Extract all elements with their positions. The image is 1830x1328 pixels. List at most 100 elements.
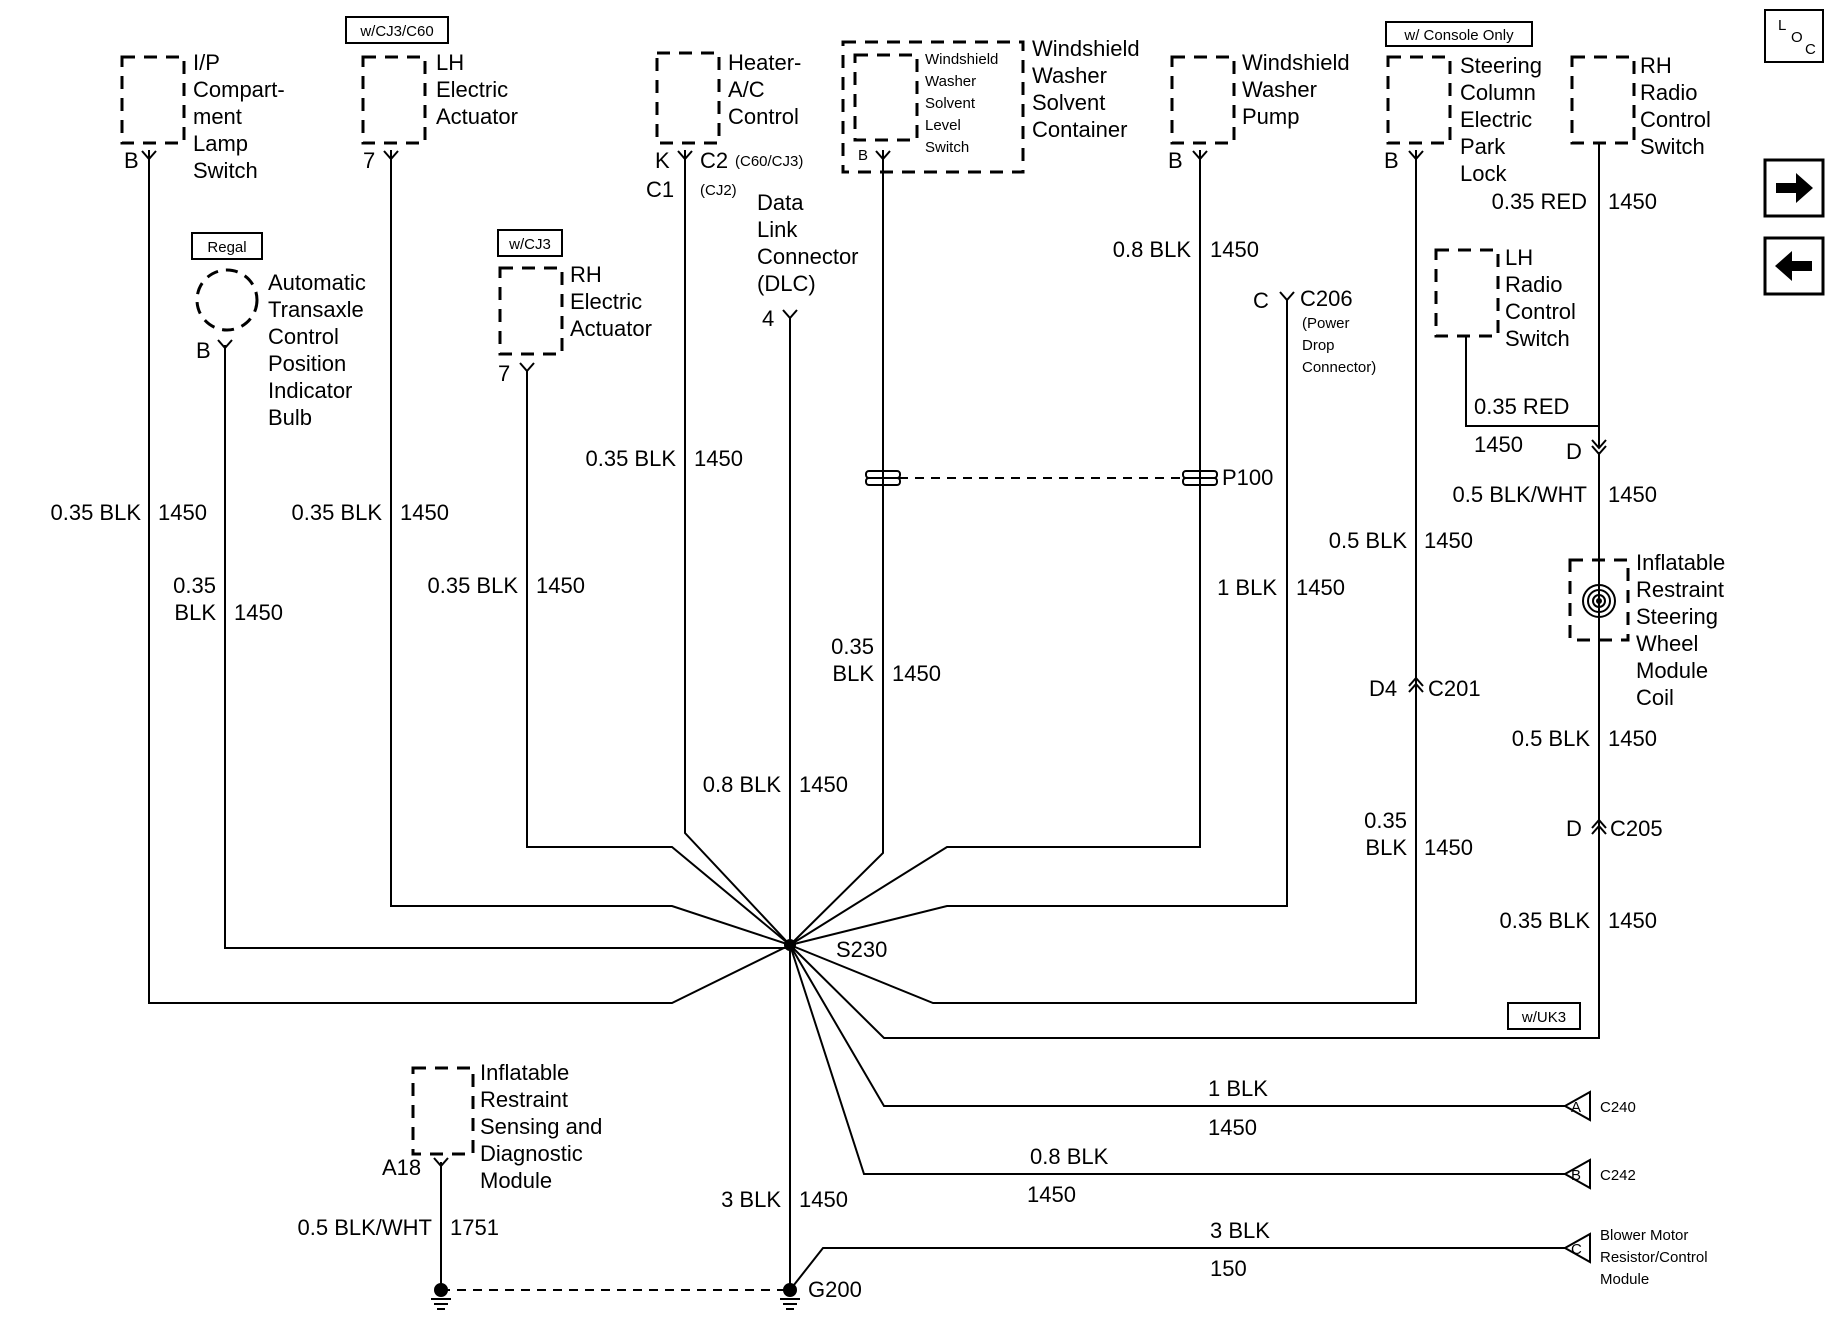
wire-c240-circuit: 1450 — [1208, 1115, 1257, 1140]
washer-level-switch-label: Windshield Washer Solvent Level Switch — [925, 51, 1003, 156]
washer-pump-box — [1170, 55, 1236, 145]
pin-washer-pump: B — [1168, 148, 1183, 173]
wire-rh-actuator-color: 0.35 BLK — [427, 573, 518, 598]
splice-p100: P100 — [1222, 465, 1273, 490]
wire-c242-circuit: 1450 — [1027, 1182, 1076, 1207]
wire-rh-radio-upper-color: 0.35 RED — [1492, 189, 1587, 214]
wire-lh-radio-circuit: 1450 — [1474, 432, 1523, 457]
splice-s230: S230 — [836, 937, 887, 962]
park-lock-box — [1386, 55, 1452, 145]
component-boxes — [120, 40, 1636, 1156]
wire-transaxle-circuit: 1450 — [234, 600, 283, 625]
wire-park-lock-circuit: 1450 — [1424, 528, 1473, 553]
pin-heater-k: K — [655, 148, 670, 173]
washer-container-label: Windshield Washer Solvent Container — [1032, 36, 1146, 142]
washer-pump-label: Windshield Washer Pump — [1242, 50, 1356, 129]
wire-c242 — [789, 944, 1565, 1175]
dlc-label: Data Link Connector (DLC) — [757, 190, 865, 296]
pin-c240: A — [1571, 1099, 1581, 1116]
pin-washer-level: B — [858, 147, 868, 164]
wire-heater — [684, 150, 791, 946]
wire-lh-actuator-circuit: 1450 — [400, 500, 449, 525]
wire-blower-circuit: 150 — [1210, 1256, 1247, 1281]
wire-c206-circuit: 1450 — [1296, 575, 1345, 600]
wire-sdm-color: 0.5 BLK/WHT — [298, 1215, 432, 1240]
ground-g200: G200 — [808, 1277, 862, 1302]
wire-c206-color: 1 BLK — [1217, 575, 1277, 600]
pin-dlc: 4 — [762, 306, 774, 331]
pin-c206: C — [1253, 288, 1269, 313]
arrow-left-icon[interactable] — [1763, 236, 1825, 296]
sdm-box — [411, 1066, 475, 1156]
pin-ip-lamp: B — [124, 148, 139, 173]
wire-coil-lower-color: 0.35 BLK — [1499, 908, 1590, 933]
pin-heater-c1-note: (CJ2) — [700, 182, 737, 199]
rh-radio-switch-label: RH Radio Control Switch — [1640, 53, 1717, 159]
park-lock-label: Steering Column Electric Park Lock — [1460, 53, 1548, 186]
lh-actuator-box — [361, 55, 427, 145]
wire-washer-level-size: 0.35 — [831, 634, 874, 659]
wire-coil-mid-color: 0.5 BLK — [1512, 726, 1591, 751]
connector-c201: C201 — [1428, 676, 1481, 701]
wire-lh-actuator — [390, 150, 791, 946]
svg-text:C: C — [1805, 41, 1816, 58]
arrow-right-icon[interactable] — [1763, 158, 1825, 218]
svg-text:L: L — [1778, 17, 1786, 34]
pin-sdm: A18 — [382, 1155, 421, 1180]
ground-symbols — [431, 1283, 800, 1310]
wire-rh-radio-upper-circuit: 1450 — [1608, 189, 1657, 214]
coil-label: Inflatable Restraint Steering Wheel Modu… — [1636, 550, 1731, 710]
rh-actuator-box — [498, 266, 564, 356]
rh-actuator-label: RH Electric Actuator — [570, 262, 652, 341]
pin-park-lock: B — [1384, 148, 1399, 173]
coil-box — [1568, 558, 1630, 642]
connector-c205: C205 — [1610, 816, 1663, 841]
blower-module-label: Blower Motor Resistor/Control Module — [1600, 1227, 1712, 1288]
wire-lh-radio-color: 0.35 RED — [1474, 394, 1569, 419]
wire-sdm-circuit: 1751 — [450, 1215, 499, 1240]
wire-blower — [789, 1247, 1565, 1291]
pin-blower: C — [1571, 1241, 1582, 1258]
pin-heater-c2-note: (C60/CJ3) — [735, 153, 803, 170]
pin-transaxle: B — [196, 338, 211, 363]
wire-pump-color: 0.8 BLK — [1113, 237, 1192, 262]
wire-park-lock-color: 0.5 BLK — [1329, 528, 1408, 553]
pin-rh-actuator: 7 — [498, 361, 510, 386]
wire-rh-actuator — [526, 370, 791, 946]
wire-ip-lamp — [148, 150, 791, 1004]
heater-control-label: Heater- A/C Control — [728, 50, 807, 129]
wire-heater-circuit: 1450 — [694, 446, 743, 471]
wire-dlc-circuit: 1450 — [799, 772, 848, 797]
rh-radio-switch-box — [1570, 55, 1636, 145]
component-labels: I/P Compart- ment Lamp Switch LH Electri… — [193, 36, 1731, 1288]
option-cj3: w/CJ3 — [508, 236, 551, 253]
wire-washer-level-color: BLK — [832, 661, 874, 686]
wire-washer-level-circuit: 1450 — [892, 661, 941, 686]
pin-rh-radio-d: D — [1566, 439, 1582, 464]
wire-ground-color: 3 BLK — [721, 1187, 781, 1212]
wire-heater-color: 0.35 BLK — [585, 446, 676, 471]
wire-c206 — [789, 300, 1288, 946]
washer-level-box — [853, 53, 919, 142]
wire-washer-pump — [789, 150, 1201, 946]
wire-pump-circuit: 1450 — [1210, 237, 1259, 262]
c206-label: C206 (Power Drop Connector) — [1300, 286, 1376, 376]
connector-c240: C240 — [1600, 1099, 1636, 1116]
wire-ground-circuit: 1450 — [799, 1187, 848, 1212]
wire-dlc-color: 0.8 BLK — [703, 772, 782, 797]
lh-radio-switch-box — [1434, 248, 1500, 338]
option-tags: w/CJ3/C60 w/ Console Only Regal w/CJ3 w/… — [191, 16, 1581, 1030]
wire-park-lock-lower-color: BLK — [1365, 835, 1407, 860]
wire-coil-top-color: 0.5 BLK/WHT — [1453, 482, 1587, 507]
pin-heater-c2: C2 — [700, 148, 728, 173]
pin-c205: D — [1566, 816, 1582, 841]
sdm-label: Inflatable Restraint Sensing and Diagnos… — [480, 1060, 608, 1193]
transaxle-bulb-label: Automatic Transaxle Control Position Ind… — [268, 270, 372, 430]
wire-park-lock-lower-circuit: 1450 — [1424, 835, 1473, 860]
loc-icon[interactable]: L O C — [1764, 9, 1824, 63]
pin-heater-c1: C1 — [646, 177, 674, 202]
wire-c240 — [789, 944, 1565, 1107]
wire-transaxle-color: BLK — [174, 600, 216, 625]
wire-ip-lamp-circuit: 1450 — [158, 500, 207, 525]
pin-c242: B — [1571, 1167, 1581, 1184]
